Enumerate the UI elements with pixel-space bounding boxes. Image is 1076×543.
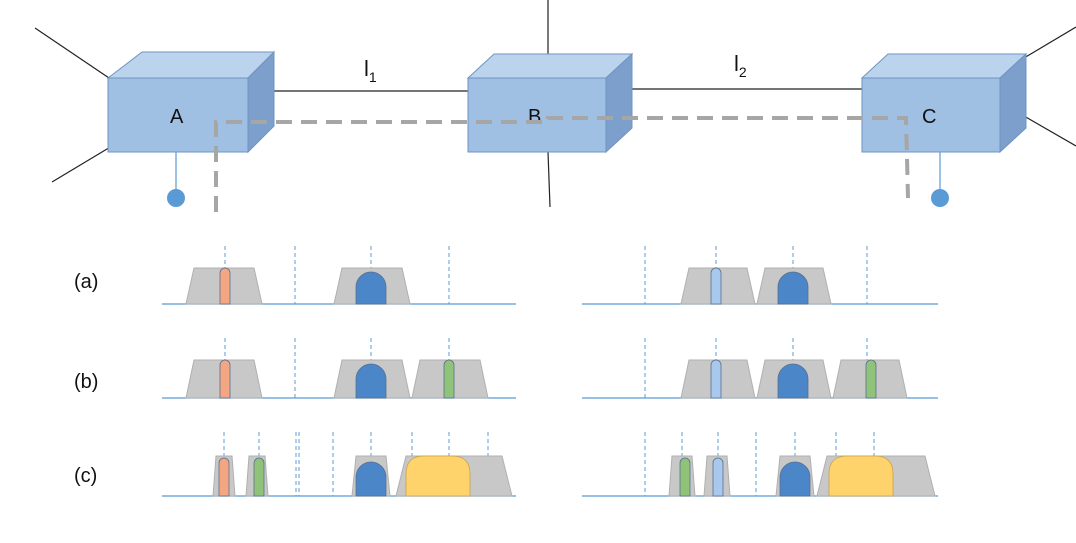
node-b-top: [466, 53, 634, 79]
lightpath-dashed: [214, 116, 910, 212]
node-b-label: B: [528, 106, 541, 128]
row-b-label: (b): [74, 371, 98, 393]
link-l2-label: l2: [734, 51, 747, 80]
signal-blue: [355, 363, 387, 399]
node-b: B: [466, 52, 634, 154]
signal-blue: [777, 363, 809, 399]
endpoint-a: [167, 189, 185, 207]
external-links: [34, 0, 1076, 208]
signal-blue: [777, 271, 809, 305]
link-l1-letter: l: [364, 56, 369, 81]
signal-blue: [355, 461, 387, 497]
signal-yellow: [828, 455, 894, 497]
signal-lightblue: [710, 267, 722, 305]
signal-lightblue: [710, 359, 722, 399]
node-c-front: [861, 77, 1001, 153]
spectrum-rows: [162, 246, 938, 497]
signal-orange: [219, 359, 231, 399]
link-l1-label: l1: [364, 56, 377, 85]
link-l1-subscript: 1: [369, 69, 377, 85]
endpoints: [167, 152, 949, 207]
link-l2-subscript: 2: [739, 64, 747, 80]
signal-blue: [355, 271, 387, 305]
node-c: C: [860, 52, 1028, 154]
endpoint-c: [931, 189, 949, 207]
signal-orange: [219, 267, 231, 305]
signal-green: [679, 457, 691, 497]
spectrum-row-a: [162, 246, 938, 305]
node-b-front: [467, 77, 607, 153]
ext-line-b-bottom: [547, 151, 551, 208]
node-c-top: [860, 53, 1028, 79]
signal-green: [865, 359, 877, 399]
link-l2-letter: l: [734, 51, 739, 76]
node-a: A: [106, 50, 276, 154]
signal-lightblue: [712, 457, 724, 497]
ext-line-c-top: [1023, 26, 1076, 59]
spectrum-row-c: [162, 432, 938, 497]
row-c-label: (c): [74, 465, 97, 487]
node-c-label: C: [922, 106, 936, 128]
row-a-label: (a): [74, 271, 98, 293]
spectrum-row-b: [162, 338, 938, 399]
ext-line-c-bottom: [1023, 115, 1076, 147]
node-a-top: [106, 51, 276, 79]
signal-yellow: [405, 455, 471, 497]
ext-line-a-top: [34, 27, 113, 81]
signal-green: [253, 457, 265, 497]
node-links: [272, 88, 862, 92]
signal-blue: [779, 461, 811, 497]
signal-orange: [218, 457, 230, 497]
signal-green: [443, 359, 455, 399]
node-a-label: A: [170, 106, 184, 128]
ext-line-a-bottom: [51, 145, 113, 183]
node-a-front: [107, 77, 249, 153]
